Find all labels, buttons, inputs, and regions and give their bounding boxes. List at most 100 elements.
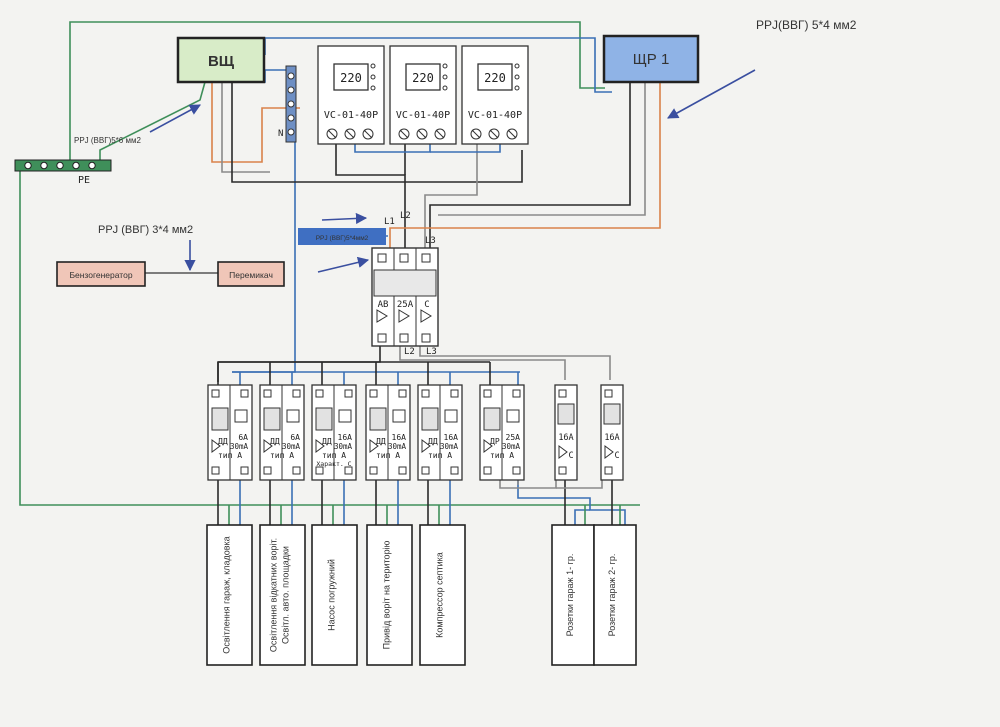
arrow-main-breaker xyxy=(317,256,370,273)
relay-model: VC-01-40P xyxy=(396,110,450,121)
breaker-characteristic: Характ. C xyxy=(316,460,351,468)
load-panel: Освітлення відкатних воріт.Освітл. авто.… xyxy=(259,524,306,666)
breaker-leakage: 30mA xyxy=(502,442,521,451)
main-out-l2 xyxy=(399,345,566,380)
load-panel: Насос погружний xyxy=(311,524,358,666)
breaker-class: тип А xyxy=(490,451,514,460)
main-out-black xyxy=(217,345,381,382)
phase-wire-gray-vsch xyxy=(221,82,270,173)
load-label: Освітл. авто. площадки xyxy=(281,546,291,644)
circuit-breaker: 16A C xyxy=(600,384,624,481)
blue-cable-label: PPJ (ВВГ)5*4мм2 xyxy=(298,228,386,245)
breaker-type: ДР xyxy=(490,437,500,446)
relay-display: 220 xyxy=(484,71,506,85)
phase-wire-schr1-orange xyxy=(389,82,661,250)
main-breaker: AB 25A C xyxy=(371,247,439,347)
relay-wire-4 xyxy=(354,142,431,153)
breaker-rating: 25A xyxy=(506,433,521,442)
phase-wire-schr1-black xyxy=(429,82,631,250)
breaker-class: тип А xyxy=(322,451,346,460)
schr1-panel: ЩР 1 xyxy=(602,34,700,84)
pe-wire xyxy=(19,165,640,506)
relay-model: VC-01-40P xyxy=(468,110,522,121)
breaker-curve: C xyxy=(614,451,619,461)
relay-display: 220 xyxy=(412,71,434,85)
wires xyxy=(19,21,661,525)
generator-block: Бензогенератор Перемикач xyxy=(56,261,285,287)
neutral-wire-down xyxy=(232,140,296,373)
load-panel: Компрессор септика xyxy=(419,524,466,666)
main-breaker-line2: 25A xyxy=(397,300,414,310)
breaker-type: ДД xyxy=(376,437,386,446)
breaker-type: ДД xyxy=(428,437,438,446)
breaker-type: ДД xyxy=(218,437,228,446)
breaker-rating: 6A xyxy=(290,433,300,442)
main-breaker-line1: AB xyxy=(378,300,389,310)
main-breaker-line3: C xyxy=(424,300,429,310)
arrows xyxy=(149,69,756,273)
vsch-panel: ВЩ xyxy=(176,36,266,84)
relay-wire-5 xyxy=(430,142,501,153)
n-bus-label: N xyxy=(278,129,283,139)
cable-label-generator: PPJ (ВВГ) 3*4 мм2 xyxy=(98,224,193,236)
label-l1: L1 xyxy=(384,217,395,227)
label-l2-bottom: L2 xyxy=(404,347,415,357)
arrow-cable-top-right xyxy=(667,69,756,119)
schr1-label: ЩР 1 xyxy=(633,51,670,68)
load-panel: Освітлення гараж, кладовка xyxy=(206,524,253,666)
loads: Освітлення гараж, кладовка Освітлення від… xyxy=(206,524,637,666)
phase-wire-schr1-gray xyxy=(438,82,646,216)
breaker-class: тип А xyxy=(270,451,294,460)
relay-display: 220 xyxy=(340,71,362,85)
label-l2-top: L2 xyxy=(400,211,411,221)
main-out-l3 xyxy=(419,345,611,380)
load-label: Розетки гараж 1- гр. xyxy=(565,554,575,637)
breaker-leakage: 30mA xyxy=(230,442,249,451)
relay-model: VC-01-40P xyxy=(324,110,378,121)
relay-wire-1 xyxy=(335,142,406,250)
phase-wire-orange-vsch xyxy=(211,82,300,163)
relay-wire-3 xyxy=(424,142,478,250)
pe-wire-top xyxy=(69,21,605,165)
load-panel: Привід воріт на територію xyxy=(366,524,413,666)
breaker-curve: C xyxy=(568,451,573,461)
breaker-rating: 6A xyxy=(238,433,248,442)
breaker-type: ДД xyxy=(270,437,280,446)
load-label: Освітлення гараж, кладовка xyxy=(222,536,232,653)
phase-wire-black-vsch xyxy=(231,82,523,183)
load-label: Насос погружний xyxy=(327,559,337,631)
breaker-leakage: 30mA xyxy=(440,442,459,451)
load-panel: Розетки гараж 1- гр. xyxy=(551,524,595,666)
switch-label: Перемикач xyxy=(229,270,273,280)
load-label: Привід воріт на територію xyxy=(382,540,392,649)
n-bus: N xyxy=(278,65,297,143)
breaker-rating: 16A xyxy=(338,433,353,442)
blue-cable-label-text: PPJ (ВВГ)5*4мм2 xyxy=(316,235,369,242)
pe-bus-label: PE xyxy=(78,175,90,186)
breaker-class: тип А xyxy=(428,451,452,460)
arrow-blue-box xyxy=(321,212,368,225)
breaker-type: ДД xyxy=(322,437,332,446)
breaker-rating: 16A xyxy=(604,433,619,443)
pe-wire-vsch xyxy=(99,81,206,165)
load-label: Компрессор септика xyxy=(435,552,445,638)
load-panel: Розетки гараж 2- гр. xyxy=(593,524,637,666)
cable-label-top-right: PPJ(ВВГ) 5*4 мм2 xyxy=(756,18,857,32)
phase-labels: L1 L2 L3 L2 L3 xyxy=(384,211,437,357)
arrow-cable-left xyxy=(149,104,201,133)
breaker-leakage: 30mA xyxy=(388,442,407,451)
generator-label: Бензогенератор xyxy=(69,270,132,280)
breaker-leakage: 30mA xyxy=(334,442,353,451)
